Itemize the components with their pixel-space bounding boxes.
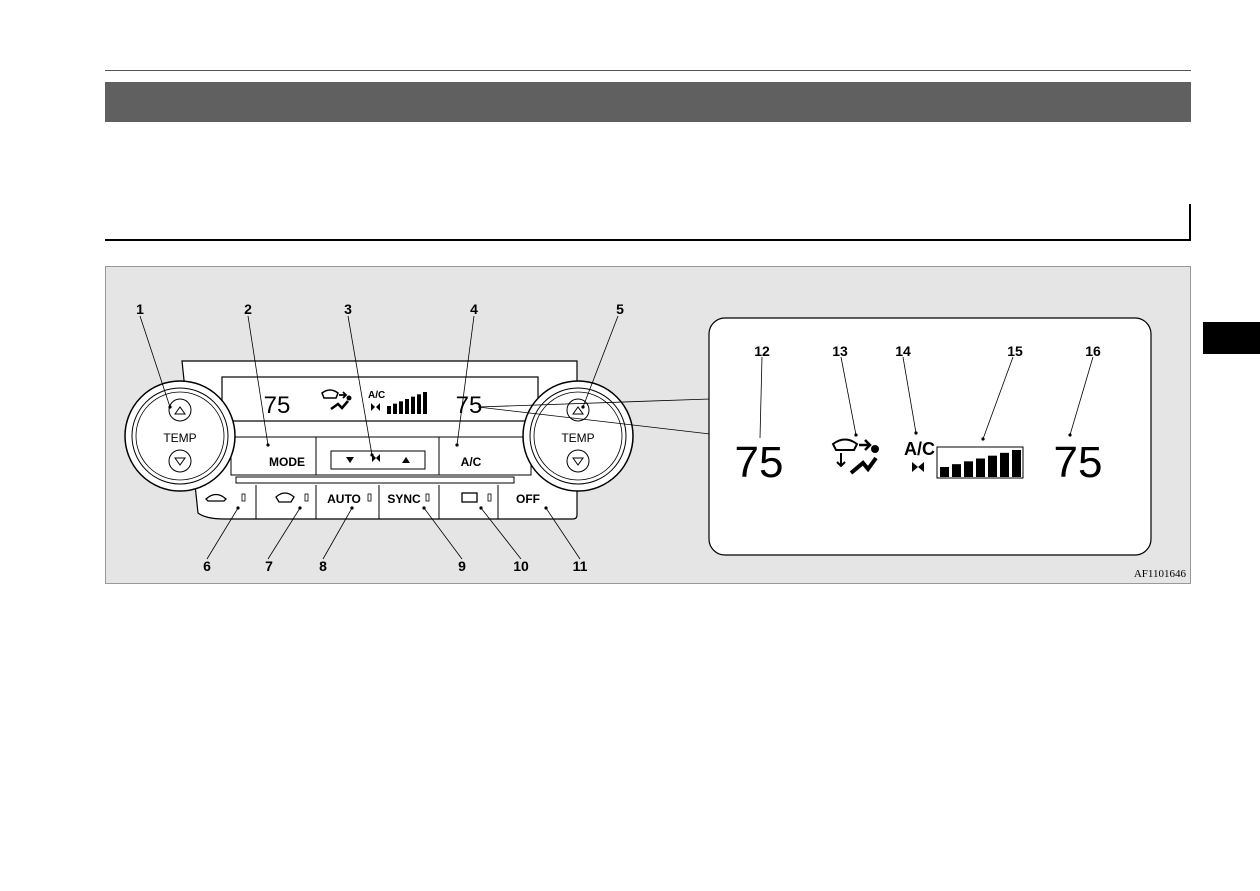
off-button[interactable]: OFF <box>516 492 540 506</box>
callout-4: 4 <box>470 301 478 317</box>
recirculation-icon <box>205 493 227 502</box>
fan-level-bar <box>1012 450 1021 477</box>
fan-down-arrow-icon[interactable] <box>346 457 354 463</box>
windshield-defroster-button[interactable] <box>275 492 309 503</box>
callout-7: 7 <box>265 558 273 574</box>
zoom-callout-dots <box>854 431 1072 441</box>
zoom-fan-icon <box>912 462 924 472</box>
zoom-left-temp: 75 <box>735 438 784 487</box>
fan-level-bar <box>417 394 421 414</box>
display-zoom-box: 75 75 A/C <box>708 317 1152 556</box>
display-fan-icon <box>371 403 380 411</box>
auto-indicator <box>367 493 372 502</box>
callout-3: 3 <box>344 301 352 317</box>
display-ac-indicator: A/C <box>368 390 385 401</box>
top-rule <box>105 70 1191 71</box>
display-fan-bars <box>387 392 427 414</box>
fan-up-arrow-icon[interactable] <box>402 457 410 463</box>
fan-level-bar <box>411 396 415 414</box>
callout-2: 2 <box>244 301 252 317</box>
right-temp-label: TEMP <box>561 431 594 445</box>
recirculation-button[interactable] <box>205 493 246 502</box>
section-divider <box>105 239 1191 241</box>
fan-level-bar <box>423 392 427 414</box>
auto-button[interactable]: AUTO <box>327 492 361 506</box>
fan-speed-button[interactable] <box>346 454 410 463</box>
fan-level-bar <box>964 461 973 477</box>
callout-1: 1 <box>136 301 144 317</box>
callout-6: 6 <box>203 558 211 574</box>
rear-defogger-icon <box>461 492 478 503</box>
callout-15: 15 <box>1007 343 1023 359</box>
fan-level-bar <box>393 403 397 414</box>
callout-16: 16 <box>1085 343 1101 359</box>
section-header-bar <box>105 82 1191 122</box>
display-mode-icon <box>321 389 352 411</box>
zoom-callout-leaders <box>759 356 1094 440</box>
callout-11: 11 <box>573 558 588 574</box>
fan-icon <box>372 454 380 462</box>
callout-9: 9 <box>458 558 466 574</box>
fan-level-bar <box>940 467 949 477</box>
left-temp-label: TEMP <box>163 431 196 445</box>
callout-13: 13 <box>832 343 848 359</box>
windshield-defroster-icon <box>275 492 295 503</box>
callout-12: 12 <box>754 343 770 359</box>
mode-button[interactable]: MODE <box>269 455 305 469</box>
callout-14: 14 <box>895 343 911 359</box>
figure-code: AF1101646 <box>1133 568 1186 580</box>
fan-level-bar <box>399 401 403 414</box>
callout-dots <box>168 405 585 510</box>
callout-10: 10 <box>513 558 529 574</box>
climate-panel-illustration: TEMP TEMP 75 75 A/C MODE <box>124 301 1152 574</box>
climate-control-figure: TEMP TEMP 75 75 A/C MODE <box>105 266 1191 584</box>
fan-level-bar <box>405 399 409 414</box>
right-temp-knob[interactable]: TEMP <box>522 380 634 492</box>
sync-indicator <box>425 493 430 502</box>
chapter-tab <box>1203 322 1260 354</box>
zoom-mode-icon <box>831 438 879 475</box>
fan-level-bar <box>1000 452 1009 477</box>
control-panel <box>181 360 578 520</box>
zoom-fan-bars <box>936 446 1024 479</box>
left-temp-knob[interactable]: TEMP <box>124 380 236 492</box>
section-divider-tick <box>1189 204 1191 241</box>
ac-button[interactable]: A/C <box>461 455 482 469</box>
fan-level-bar <box>988 455 997 477</box>
sync-button[interactable]: SYNC <box>387 492 421 506</box>
display-right-temp: 75 <box>456 392 483 419</box>
fan-level-bar <box>387 406 391 414</box>
fan-level-bar <box>976 458 985 477</box>
callout-5: 5 <box>616 301 624 317</box>
callout-leaders <box>139 315 711 560</box>
zoom-ac-indicator: A/C <box>904 439 935 459</box>
display-left-temp: 75 <box>264 392 291 419</box>
callout-8: 8 <box>319 558 327 574</box>
zoom-right-temp: 75 <box>1054 438 1103 487</box>
rear-defogger-button[interactable] <box>461 492 492 503</box>
fan-level-bar <box>952 464 961 477</box>
